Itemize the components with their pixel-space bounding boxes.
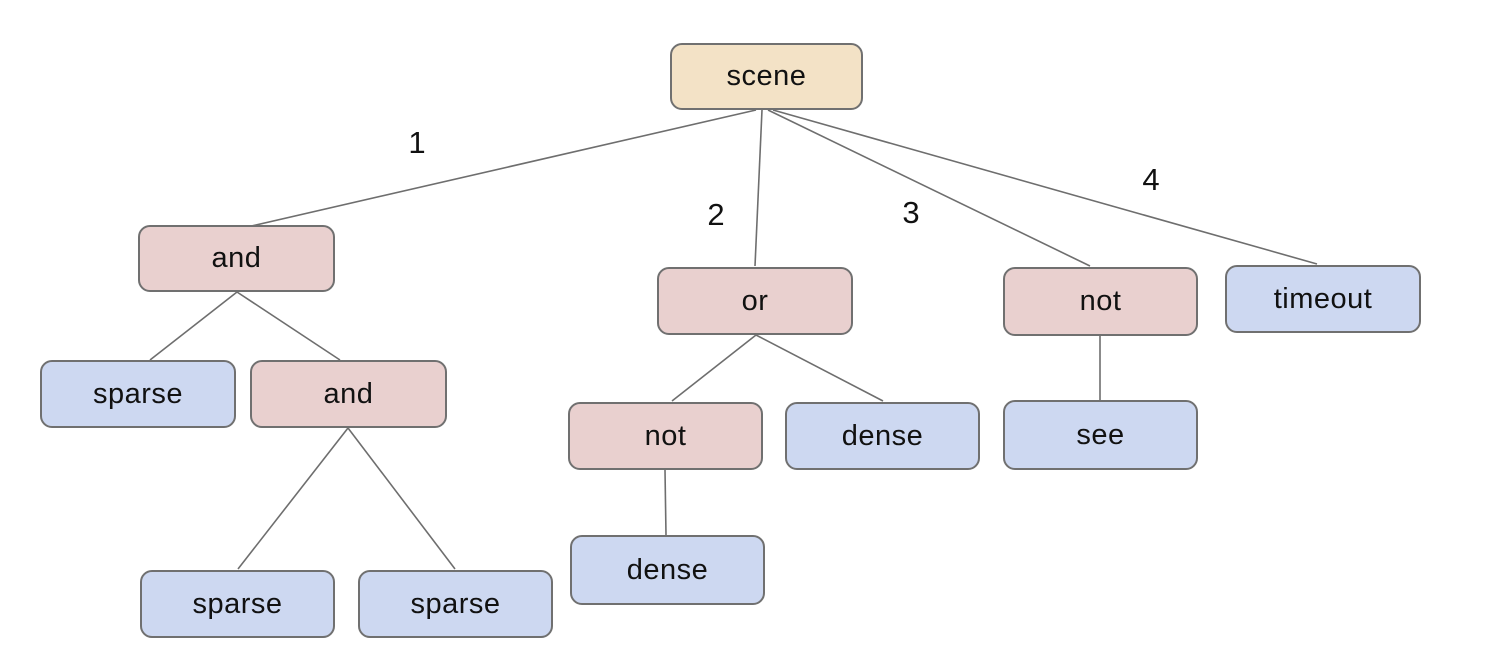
edge-not2-dense2: [664, 469, 667, 536]
edge-and1-and2: [236, 291, 341, 361]
edge-label-1: 1: [408, 125, 426, 160]
edge-and2-sparse2: [237, 427, 349, 570]
edge-scene-not: [767, 109, 1091, 267]
edge-scene-and1: [246, 109, 757, 228]
edge-label-4: 4: [1142, 162, 1160, 197]
node-timeout: timeout: [1225, 265, 1421, 333]
node-see: see: [1003, 400, 1198, 470]
node-sparse-1: sparse: [40, 360, 236, 428]
edge-label-2: 2: [707, 197, 725, 232]
node-not-2: not: [568, 402, 763, 470]
node-or: or: [657, 267, 853, 335]
edge-or-not2: [671, 334, 757, 402]
edge-and1-sparse1: [149, 291, 238, 361]
edge-and2-sparse3: [347, 427, 456, 570]
node-and-2: and: [250, 360, 447, 428]
node-dense-1: dense: [785, 402, 980, 470]
node-dense-2: dense: [570, 535, 765, 605]
node-and-1: and: [138, 225, 335, 292]
node-sparse-3: sparse: [358, 570, 553, 638]
node-sparse-2: sparse: [140, 570, 335, 638]
edge-or-dense1: [755, 334, 884, 402]
node-scene: scene: [670, 43, 863, 110]
edge-scene-or: [754, 109, 763, 267]
edge-scene-timeout: [772, 109, 1318, 265]
node-not-root-child: not: [1003, 267, 1198, 336]
edge-label-3: 3: [902, 195, 920, 230]
